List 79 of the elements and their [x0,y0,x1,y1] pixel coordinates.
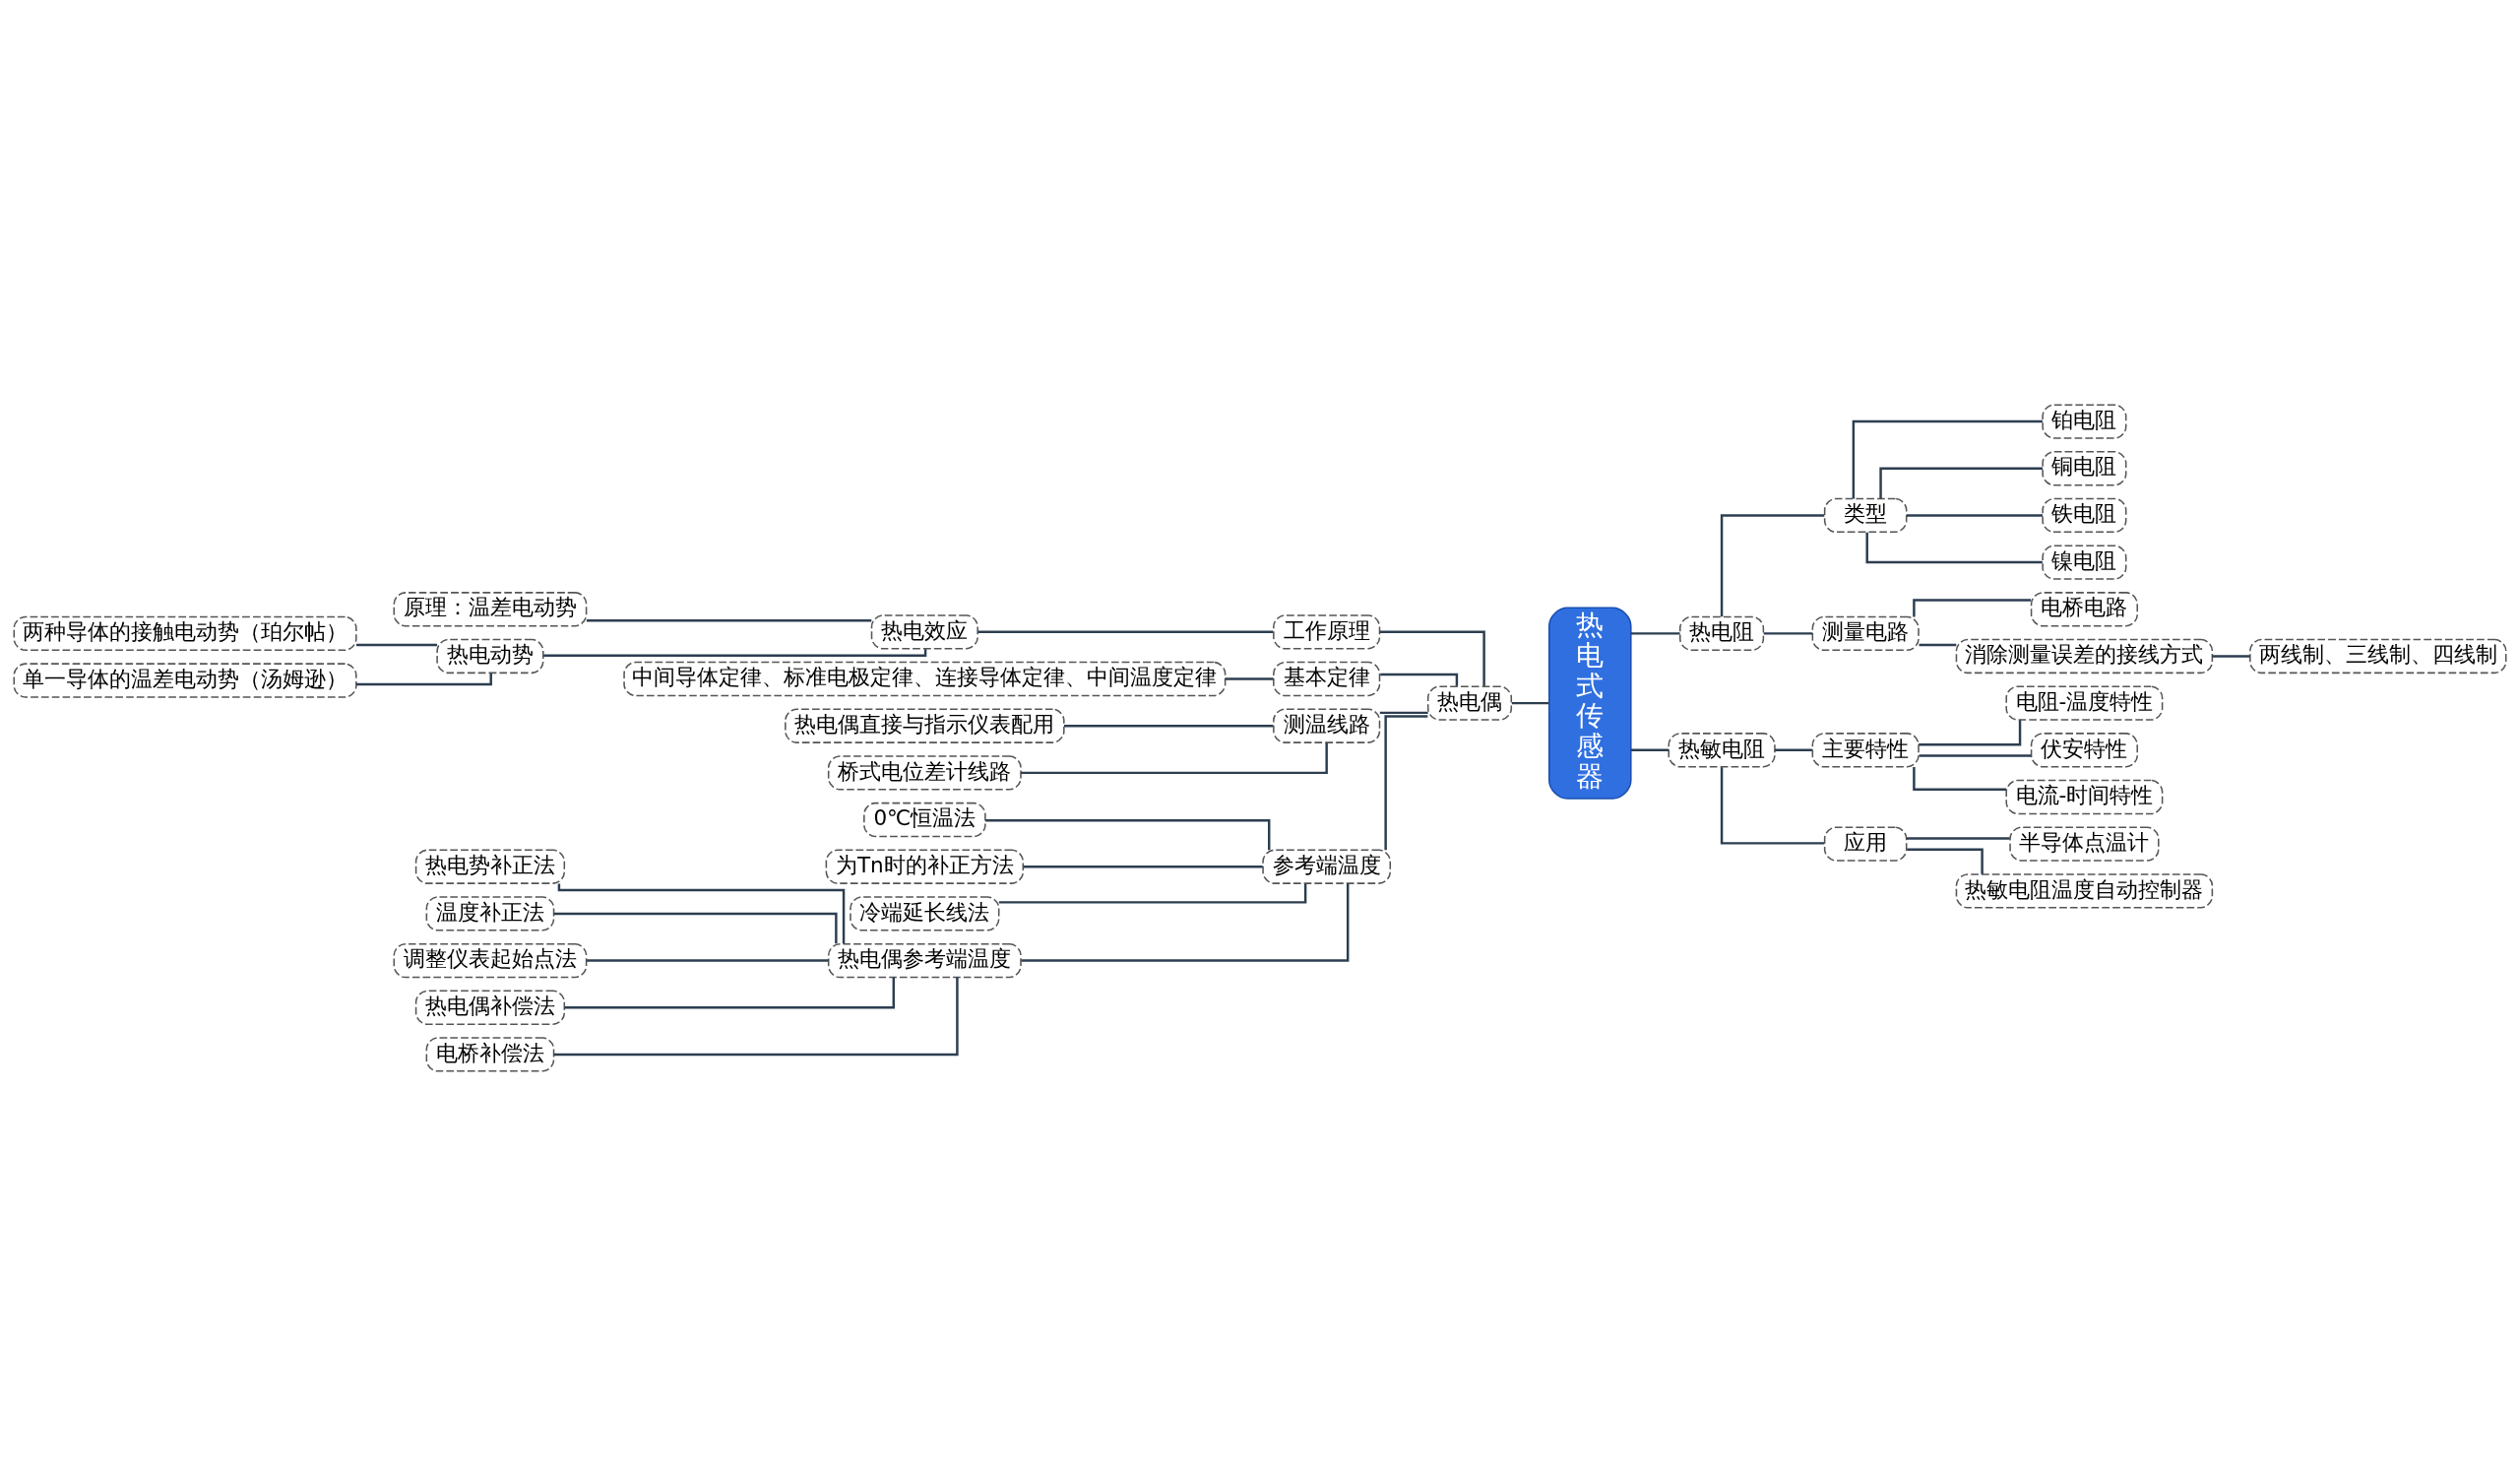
connector [1907,848,1984,874]
node-box: 热电偶参考端温度 [827,942,1022,979]
node-box: 铜电阻 [2042,451,2127,486]
node-box: 热电式传感器 [1548,607,1632,800]
connector [985,819,1271,851]
connector [977,630,1274,634]
node-box: 原理：温差电动势 [393,592,588,627]
node-box: 热电动势 [436,638,544,674]
node-box: 温度补正法 [425,896,555,931]
node-box: 0℃恒温法 [863,802,986,838]
connector [1919,720,2022,746]
connector [2212,655,2250,658]
node-box: 热敏电阻 [1668,733,1776,768]
connector [1630,748,1670,752]
node-box: 应用 [1823,826,1908,862]
node-box: 为Tn时的补正方法 [825,849,1025,884]
connector [1913,599,2032,617]
connector [1865,532,2043,564]
node-box: 冷端延长线法 [850,896,1000,931]
node-box: 单一导体的温差电动势（汤姆逊） [13,663,357,698]
connector [1907,837,2010,840]
connector [586,619,872,622]
connector [1879,467,2044,499]
node-box: 主要特性 [1811,733,1920,768]
node-box: 铂电阻 [2042,404,2127,439]
node-box: 调整仪表起始点法 [393,942,588,979]
node-box: 消除测量误差的接线方式 [1955,638,2214,674]
connector [586,959,829,962]
node-box: 测温线路 [1273,708,1381,743]
node-box: 电桥补偿法 [425,1037,555,1072]
connector [1913,767,2006,791]
node-box: 工作原理 [1273,614,1381,650]
node-box: 热电偶补偿法 [414,990,566,1025]
connector [1384,715,1428,851]
node-box: 电桥电路 [2030,592,2138,627]
connector [998,883,1307,904]
connector [356,674,492,686]
connector [1720,514,1825,617]
node-box: 伏安特性 [2030,733,2138,768]
node-box: 热电偶 [1426,685,1513,721]
node-box: 两线制、三线制、四线制 [2249,638,2507,674]
connector [1023,866,1263,868]
node-box: 中间导体定律、标准电极定律、连接导体定律、中间温度定律 [623,661,1227,697]
connector [553,977,959,1057]
connector [356,643,438,647]
connector [1379,711,1428,715]
connector [1379,630,1485,686]
connector [1763,632,1813,635]
node-box: 基本定律 [1273,661,1381,697]
node-box: 铁电阻 [2042,497,2127,534]
node-box: 电阻-温度特性 [2005,685,2164,721]
connector [1064,724,1274,728]
connector [1720,767,1825,845]
connector [1225,677,1274,680]
connector [1021,883,1350,962]
connector [553,912,838,944]
node-box: 参考端温度 [1262,849,1392,884]
node-box: 测量电路 [1811,615,1920,652]
node-box: 两种导体的接触电动势（珀尔帖） [13,615,357,652]
connector [1852,419,2043,499]
node-box: 镍电阻 [2042,545,2127,580]
connector [1511,701,1549,705]
connector [1907,514,2044,517]
node-box: 热电势补正法 [414,849,566,884]
connector [1630,632,1680,635]
node-box: 热电阻 [1679,615,1765,652]
node-box: 热电效应 [870,614,978,650]
connector [1380,673,1459,686]
node-box: 半导体点温计 [2009,826,2160,862]
connector [543,649,927,657]
node-box: 热电偶直接与指示仪表配用 [785,708,1065,743]
connector [1919,643,1957,647]
connector [1919,754,2032,757]
node-box: 热敏电阻温度自动控制器 [1955,873,2214,909]
connector [1775,748,1812,752]
node-box: 类型 [1823,497,1908,534]
connector [557,883,846,944]
node-box: 桥式电位差计线路 [827,755,1022,791]
node-box: 电流-时间特性 [2005,779,2164,815]
